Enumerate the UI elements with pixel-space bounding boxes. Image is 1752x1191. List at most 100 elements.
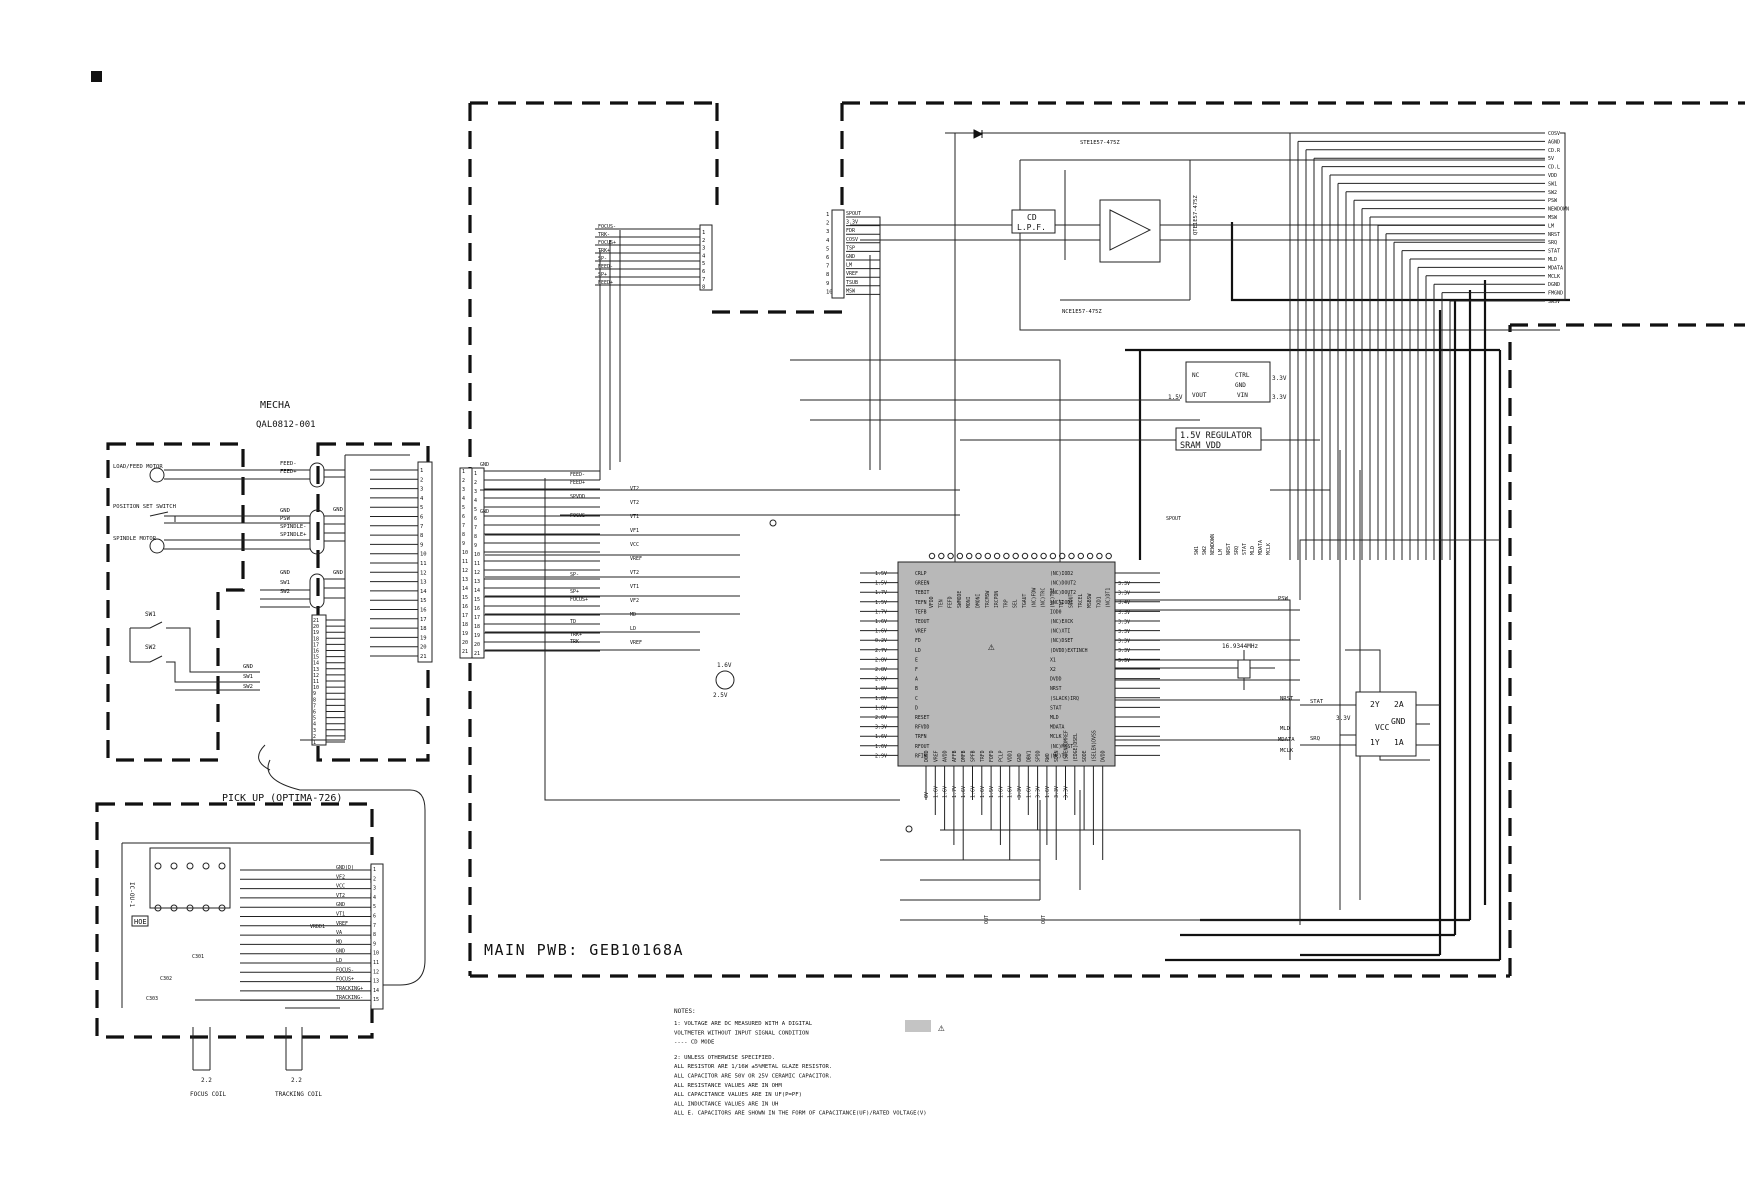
pickup-signal: TRACKING- [336, 995, 363, 1001]
ic-left-volt: 1.5V [875, 581, 887, 587]
gate-sig-1: STAT [1310, 699, 1324, 705]
ic-left-volt: 2.0V [875, 677, 887, 683]
bottom-bus-label: SW1 [1194, 546, 1200, 555]
ic-left-pin: TRFN [915, 734, 927, 740]
mecha-conn-pin: 21 [420, 654, 427, 660]
pickup-signal: VT2 [336, 893, 345, 899]
bottom-bus-label: SW2 [1202, 546, 1208, 555]
ic-bottom-volt: 1.7V [952, 786, 958, 798]
mecha-conn-pin: 16 [420, 608, 427, 614]
left-conn-pin: 6 [462, 514, 465, 520]
aux-label-0: SPOUT [1166, 516, 1181, 522]
pickup-pin: 14 [373, 988, 379, 994]
ic-bottom-pin: AVDD [943, 750, 949, 762]
left-conn-label: SPVDD [570, 494, 585, 500]
ic-right-pin: X2 [1050, 667, 1056, 673]
pickup-cap-2: C303 [146, 996, 158, 1002]
right-bus-label: SW2 [1548, 190, 1557, 196]
left-signal-label: VT1 [630, 584, 639, 590]
pickup-signal: FOCUS- [336, 967, 354, 973]
right-bus-label: SW1 [1548, 181, 1557, 187]
gate-sig-4: MCLK [1280, 748, 1294, 754]
gate-sig-0: NRST [1280, 696, 1294, 702]
ic-bottom-volt: 1.6V [961, 786, 967, 798]
ic-left-volt: 1.6V [875, 629, 887, 635]
ic-left-pin: F [915, 667, 918, 673]
pickup-pin: 6 [373, 914, 376, 920]
left-signal-label: VREF [630, 640, 642, 646]
left-conn-label: FEED- [570, 472, 585, 478]
left-signal-label: VT2 [630, 486, 639, 492]
flex-pin: 18 [313, 636, 319, 642]
aux-label-2: OUT [1041, 915, 1047, 924]
mecha-conn-pin: 8 [420, 533, 423, 539]
ic-right-volt: 3.4V [1118, 600, 1130, 606]
ic-bottom-pin: PCLP [998, 750, 1004, 762]
left-signal-label: LD [630, 626, 636, 632]
bottom-bus-label: MLD [1250, 546, 1256, 555]
pickup-pin: 5 [373, 904, 376, 910]
bottom-bus-label: MCLK [1266, 543, 1272, 555]
left-conn-pin: 11 [462, 559, 468, 565]
ic-left-volt: 2.0V [875, 715, 887, 721]
left-conn-pin-inner: 9 [474, 543, 477, 549]
mecha-wire-label: GND [280, 570, 290, 576]
left-conn-pin: 19 [462, 631, 468, 637]
ic-top-pin-dot [1077, 552, 1085, 560]
bottom-bus-label: STAT [1242, 543, 1248, 555]
ic-left-pin: TEFN [915, 600, 927, 606]
ic-bottom-volt: 1.6V [1026, 786, 1032, 798]
flex-pin: 11 [313, 679, 319, 685]
spdif-pin: 5 [826, 246, 829, 252]
coil-label-0: FOCUS COIL [190, 1091, 227, 1098]
spdif-label: MSW [846, 288, 856, 294]
flex-pin: 3 [313, 728, 316, 734]
ic-right-pin: (NC)XTI [1050, 629, 1070, 635]
right-bus-label: LM [1548, 223, 1554, 229]
mecha-wire-label-right: GND [333, 570, 343, 576]
notes-title: NOTES: [674, 1008, 696, 1015]
right-bus-label: NRST [1548, 232, 1560, 238]
switch-label-0: SW1 [145, 611, 156, 618]
ic-left-volt: 1.5V [875, 600, 887, 606]
reg-pin-gnd: GND [1235, 382, 1246, 389]
reg-pin-ctrl: CTRL [1235, 372, 1250, 379]
right-bus-label: CD.R [1548, 148, 1561, 154]
ic-top-pin: TRCMSW [985, 591, 991, 608]
flex-pin: 2 [313, 734, 316, 740]
spdif-wire [846, 293, 881, 434]
ic-top-pin: DMONI [976, 593, 982, 608]
mecha-conn-pin: 11 [420, 561, 427, 567]
spdif-label: VREF [846, 271, 858, 277]
ic-top-pin: (NC)TRE [1050, 588, 1056, 608]
ic-right-pin: IOD0 [1050, 609, 1062, 615]
gate-ic-body [1355, 691, 1417, 757]
ic-left-volt: 3.3V [875, 725, 887, 731]
ic-right-pin: NRST [1050, 686, 1062, 692]
ic-bottom-volt: 3.3V [1036, 786, 1042, 798]
notes-line: ALL RESISTOR ARE 1/16W ±5%METAL GLAZE RE… [674, 1064, 832, 1070]
mecha-conn-pin: 1 [420, 468, 423, 474]
left-conn-pin-inner: 10 [474, 552, 480, 558]
bottom-bus-label: NRST [1226, 543, 1232, 555]
left-signal-label: VF1 [630, 528, 639, 534]
flex-pin: 8 [313, 697, 316, 703]
pickup-pin: 9 [373, 941, 376, 947]
right-bus-label: MDATA [1548, 265, 1563, 271]
top-conn-label: FEED+ [598, 280, 613, 286]
top-conn-pin: 1 [702, 230, 705, 236]
ic-top-pin: (NC)FDW [1031, 588, 1037, 608]
left-conn-pin-inner: 7 [474, 525, 477, 531]
regulator-title-box [1175, 427, 1262, 451]
mecha-conn-pin: 2 [420, 477, 423, 483]
transistor: 1.6V 2.5V [713, 662, 735, 699]
pickup-pin: 2 [373, 876, 376, 882]
ic-bottom-pin: GND [1017, 753, 1023, 762]
ic-pin-dot [170, 904, 178, 912]
spdif-wire [846, 268, 881, 446]
ic-bottom-volt: 3.3V [1064, 786, 1070, 798]
ic-top-pin: TRCEL [1078, 593, 1084, 608]
reg-volt-0: 3.3V [1272, 375, 1287, 382]
left-conn-pin-inner: 19 [474, 633, 480, 639]
pickup-vrdd: VRDD1 [310, 924, 325, 930]
